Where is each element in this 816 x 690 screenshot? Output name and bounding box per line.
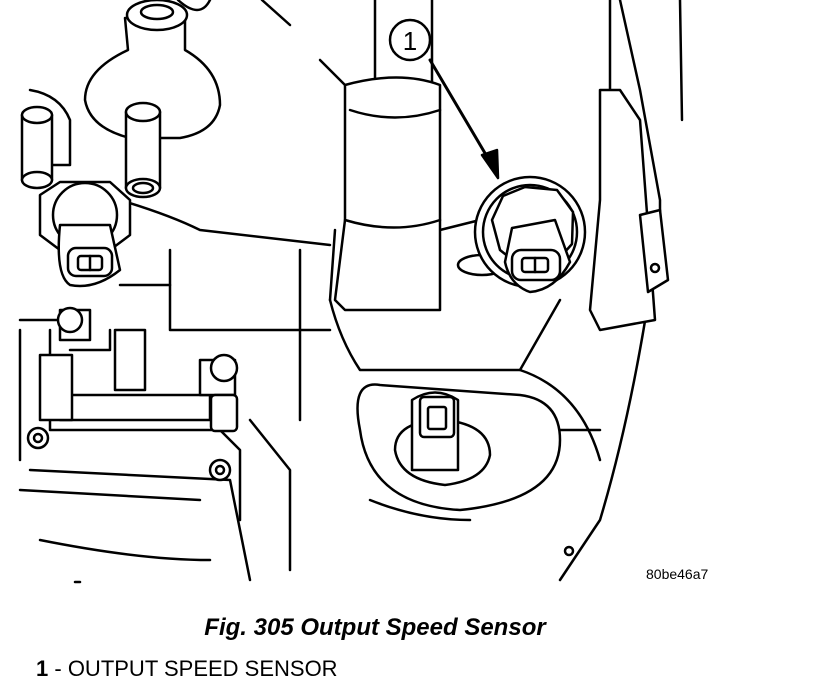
cooler-line-fitting [22,0,220,197]
legend-item-separator: - [48,656,68,681]
left-speed-sensor [40,182,130,286]
callout-number: 1 [403,26,417,56]
figure-caption: Fig. 305 Output Speed Sensor [204,614,546,641]
mounting-bracket [590,90,668,330]
transmission-illustration: 1 [0,0,816,600]
shaft-housing [330,0,506,310]
valve-body [20,308,240,520]
callout-bubble: 1 [390,20,430,60]
figure-code: 80be46a7 [646,566,709,582]
legend-item-number: 1 [36,656,49,681]
legend-item-text: OUTPUT SPEED SENSOR [67,656,338,681]
center-connector [358,385,561,520]
callout-arrow [430,60,498,178]
output-speed-sensor [475,177,585,292]
legend: 1 - OUTPUT SPEED SENSOR [36,656,338,682]
transmission-case [20,0,682,582]
